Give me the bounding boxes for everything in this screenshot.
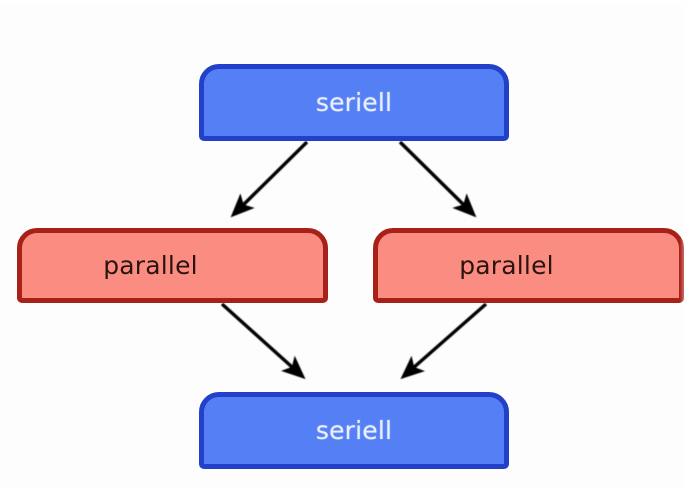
node-label: parallel	[103, 251, 198, 280]
node-label: seriell	[315, 416, 393, 445]
edge-join-left	[220, 302, 306, 380]
node-serial-top[interactable]: seriell	[199, 64, 509, 141]
node-label: parallel	[459, 251, 554, 280]
node-serial-bottom[interactable]: seriell	[199, 392, 509, 469]
edge-fork-left	[230, 140, 309, 218]
edge-fork-right	[398, 140, 477, 218]
edge-join-right	[400, 302, 488, 380]
node-parallel-left[interactable]: parallel	[17, 228, 328, 303]
node-parallel-right[interactable]: parallel	[373, 228, 684, 303]
node-label: seriell	[315, 88, 393, 117]
top-edge-highlight	[0, 0, 696, 10]
